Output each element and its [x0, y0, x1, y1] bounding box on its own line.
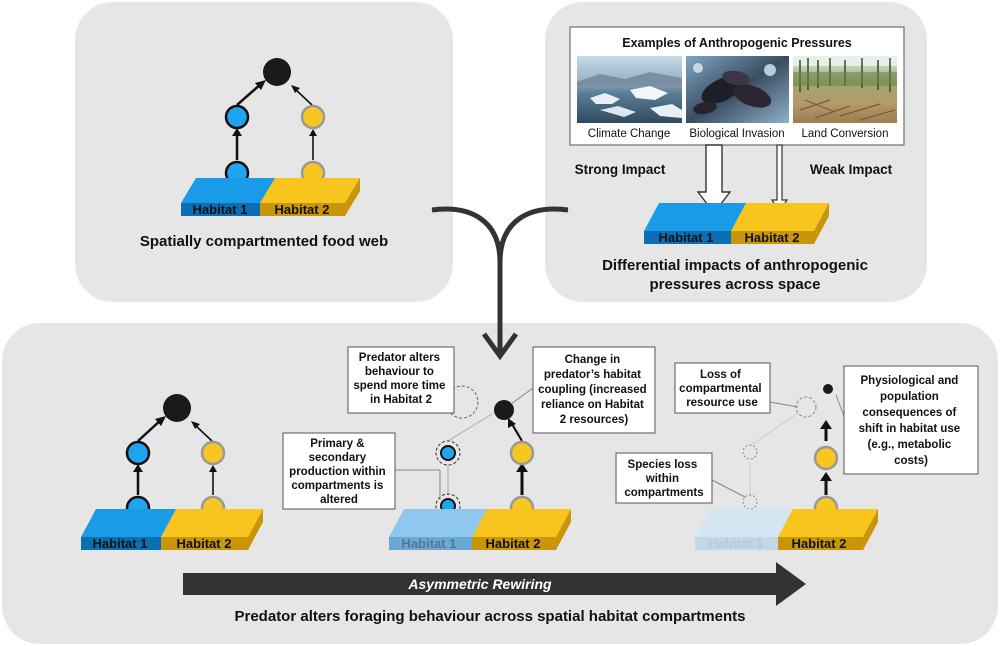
- panel-a-food-web: Habitat 1 Habitat 2 Spatially compartmen…: [140, 58, 388, 250]
- svg-text:Physiological and popu: Physiological and population consequence…: [859, 375, 964, 467]
- consumer-yellow-stage-1: [200, 440, 226, 466]
- asymmetric-rewiring-arrow: [183, 562, 806, 606]
- strong-impact-arrow: [696, 144, 732, 215]
- habitat-2-label: Habitat 2: [275, 202, 330, 217]
- svg-text:Primary & secondary: Primary & secondary production within co…: [289, 438, 389, 506]
- panel-c-rewiring: Habitat 1 Habitat 2 Habitat 1: [81, 346, 979, 625]
- panel-b-pressures: Examples of Anthropogenic Pressures: [569, 26, 905, 293]
- consumer-blue-stage-2: [440, 445, 456, 461]
- lost-consumer-node: [742, 444, 758, 460]
- habitat-2-label-b: Habitat 2: [745, 230, 800, 245]
- panel-b-caption-line2: pressures across space: [650, 276, 821, 293]
- glacier-photo: [577, 56, 682, 123]
- pressure-label-invasion: Biological Invasion: [689, 128, 784, 140]
- panel-c-caption: Predator alters foraging behaviour acros…: [235, 608, 746, 625]
- svg-text:Predator alters behavi: Predator alters behaviour to spend more …: [353, 352, 448, 406]
- habitat-1-label-b: Habitat 1: [659, 230, 714, 245]
- panel-b-caption-line1: Differential impacts of anthropogenic: [602, 257, 868, 274]
- predator-node-stage-3: [823, 384, 833, 394]
- consumer-blue-stage-1: [125, 440, 151, 466]
- pressure-label-climate: Climate Change: [588, 128, 670, 140]
- stage-3-food-web: Habitat 1 Habitat 2: [695, 384, 878, 551]
- lost-resource-node: [742, 494, 758, 510]
- predator-node-stage-2: [494, 400, 514, 420]
- merge-arrow: [431, 206, 569, 361]
- svg-text:Species loss within: Species loss within compartments: [624, 459, 703, 499]
- svg-text:Change in predator’s h: Change in predator’s habitat coupling (i…: [538, 354, 650, 426]
- panel-a-caption: Spatially compartmented food web: [140, 233, 388, 250]
- pressure-label-land: Land Conversion: [802, 128, 889, 140]
- svg-text:Loss of compartmental: Loss of compartmental resource use: [679, 369, 765, 409]
- strong-impact-label: Strong Impact: [575, 162, 666, 177]
- stage-1-food-web: Habitat 1 Habitat 2: [81, 394, 263, 551]
- habitat-1-label: Habitat 1: [193, 202, 248, 217]
- clearcut-photo: [793, 56, 897, 123]
- predator-node: [263, 58, 291, 86]
- panel-a-background: [75, 2, 453, 302]
- habitat-2-label-c3: Habitat 2: [792, 536, 847, 551]
- weak-impact-label: Weak Impact: [810, 162, 893, 177]
- consumer-yellow-stage-3: [813, 445, 839, 471]
- consumer-node-habitat-1: [224, 104, 250, 130]
- habitat-1-label-c3: Habitat 1: [709, 536, 764, 551]
- callout-species-loss: Species loss within compartments: [615, 452, 713, 504]
- callout-coupling: Change in predator’s habitat coupling (i…: [532, 346, 656, 434]
- consumer-yellow-stage-2: [509, 440, 535, 466]
- former-predator-position: [445, 385, 479, 419]
- callout-behaviour: Predator alters behaviour to spend more …: [347, 346, 455, 414]
- habitat-1-label-c2: Habitat 1: [402, 536, 457, 551]
- stage-2-food-web: Habitat 1 Habitat 2: [389, 385, 571, 551]
- callout-loss-compartmental: Loss of compartmental resource use: [674, 362, 771, 414]
- pressures-title: Examples of Anthropogenic Pressures: [622, 36, 852, 50]
- habitat-2-label-c1: Habitat 2: [177, 536, 232, 551]
- predator-node-stage-1: [163, 394, 191, 422]
- habitat-1-label-c1: Habitat 1: [93, 536, 148, 551]
- callout-physiological: Physiological and population consequence…: [843, 365, 979, 475]
- rewiring-label: Asymmetric Rewiring: [407, 576, 552, 592]
- habitat-2-label-c2: Habitat 2: [486, 536, 541, 551]
- mussels-photo: [686, 56, 789, 123]
- callout-production: Primary & secondary production within co…: [282, 432, 396, 510]
- consumer-node-habitat-2: [300, 104, 326, 130]
